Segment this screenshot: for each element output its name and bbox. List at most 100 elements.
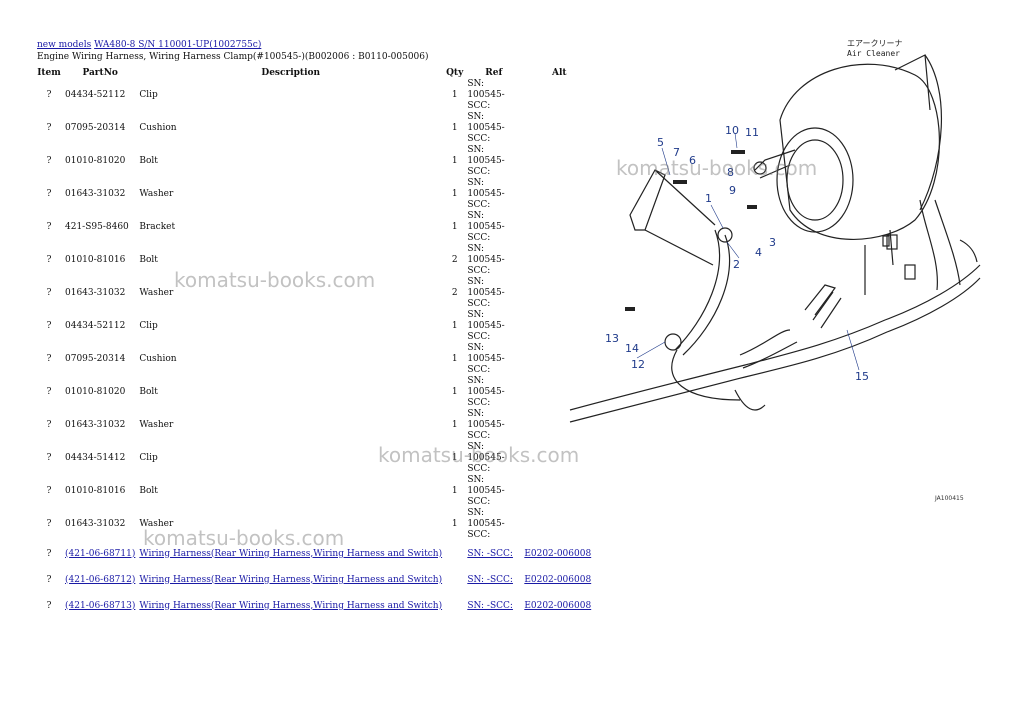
callout-7: 7 [673, 146, 680, 159]
cell-partno-link[interactable]: (421-06-68713) [65, 600, 136, 611]
cell-item: ? [46, 453, 52, 463]
diagram-title-en: Air Cleaner [847, 49, 900, 58]
breadcrumb-link-new-models[interactable]: new models [37, 40, 92, 50]
cell-qty: 1 [451, 420, 458, 430]
wiring-harness-main [569, 264, 981, 411]
cell-partno: 01643-31032 [65, 189, 126, 199]
parts-diagram: 1 2 3 4 5 6 7 8 9 10 11 12 13 14 15 エアーク… [569, 39, 981, 502]
callout-12: 12 [631, 358, 645, 371]
cell-qty [444, 593, 465, 619]
cell-ref-link[interactable]: SN: -SCC: [467, 548, 513, 559]
cell-ref: SN: 100545-SCC: [467, 79, 505, 111]
cell-ref-link[interactable]: SN: -SCC: [467, 600, 513, 611]
cell-qty: 1 [451, 189, 458, 199]
cell-partno: 01010-81016 [65, 255, 126, 265]
cell-qty: 1 [451, 519, 458, 529]
cell-partno: (421-06-68713) [63, 593, 137, 619]
cell-description-link[interactable]: Wiring Harness(Rear Wiring Harness,Wirin… [139, 600, 443, 611]
cell-description-link[interactable]: Wiring Harness(Rear Wiring Harness,Wirin… [139, 548, 443, 559]
cell-qty: 1 [451, 387, 458, 397]
cell-qty: 2 [451, 288, 458, 298]
cell-description: Clip [139, 321, 158, 331]
callout-1: 1 [705, 192, 712, 205]
callout-15: 15 [855, 370, 869, 383]
cell-partno: (421-06-68711) [63, 541, 137, 567]
air-cleaner-end [776, 127, 854, 233]
cell-ref: SN: 100545-SCC: [467, 343, 505, 375]
cell-qty: 1 [451, 90, 458, 100]
table-row: ?(421-06-68711)Wiring Harness(Rear Wirin… [35, 541, 596, 567]
drawing-code: JA100415 [934, 495, 964, 502]
cell-alt-link[interactable]: E0202-006008 [524, 574, 592, 585]
cell-qty: 1 [451, 354, 458, 364]
header-description: Description [261, 67, 321, 78]
cell-item: ? [46, 354, 52, 364]
table-header-row: Item PartNo Description Qty Ref Alt [35, 66, 596, 79]
cell-item: ? [46, 321, 52, 331]
cell-item: ? [46, 387, 52, 397]
cell-description: Wiring Harness(Rear Wiring Harness,Wirin… [137, 593, 444, 619]
cell-ref: SN: 100545-SCC: [467, 277, 505, 309]
header-item: Item [37, 67, 61, 78]
parts-table: Item PartNo Description Qty Ref Alt ? 044… [35, 66, 596, 619]
cell-ref: SN: 100545-SCC: [467, 475, 505, 507]
cell-description: Cushion [139, 354, 177, 364]
cell-description: Washer [139, 189, 174, 199]
cell-ref-link[interactable]: SN: -SCC: [467, 574, 513, 585]
cell-partno: 01010-81020 [65, 387, 126, 397]
cell-qty: 1 [451, 156, 458, 166]
cell-partno-link[interactable]: (421-06-68711) [65, 548, 136, 559]
cell-item: ? [46, 123, 52, 133]
cell-qty [444, 567, 465, 593]
page-title: Engine Wiring Harness, Wiring Harness Cl… [37, 52, 429, 62]
callout-2: 2 [733, 258, 740, 271]
table-row: ? 01010-81020 Bolt 1 SN: 100545-SCC: [35, 376, 596, 409]
callout-9: 9 [729, 184, 736, 197]
callout-14: 14 [625, 342, 639, 355]
cell-description: Washer [139, 288, 174, 298]
cell-item: ? [46, 222, 52, 232]
cell-qty: 1 [451, 123, 458, 133]
cell-partno: 04434-52112 [65, 90, 126, 100]
cell-item: ? [46, 288, 52, 298]
cell-description: Wiring Harness(Rear Wiring Harness,Wirin… [137, 541, 444, 567]
cell-ref: SN: 100545-SCC: [467, 376, 505, 408]
breadcrumb-link-model[interactable]: WA480-8 S/N 110001-UP(1002755c) [94, 40, 262, 50]
cell-item: ? [46, 600, 52, 611]
cell-ref: SN: -SCC: [465, 541, 522, 567]
cell-ref: SN: -SCC: [465, 567, 522, 593]
cell-alt-link[interactable]: E0202-006008 [524, 600, 592, 611]
cell-alt [522, 508, 596, 541]
callout-13: 13 [605, 332, 619, 345]
cell-description: Wiring Harness(Rear Wiring Harness,Wirin… [137, 567, 444, 593]
cell-partno-link[interactable]: (421-06-68712) [65, 574, 136, 585]
cell-ref: SN: 100545-SCC: [467, 442, 505, 474]
cell-qty: 1 [451, 453, 458, 463]
breadcrumb: new models WA480-8 S/N 110001-UP(1002755… [37, 40, 261, 50]
cell-description: Bolt [139, 156, 158, 166]
cell-qty: 1 [451, 222, 458, 232]
cell-description: Washer [139, 519, 174, 529]
callout-3: 3 [769, 236, 776, 249]
cell-item: ? [46, 189, 52, 199]
cell-description-link[interactable]: Wiring Harness(Rear Wiring Harness,Wirin… [139, 574, 443, 585]
table-row: ? (421-06-68713)Wiring Harness(Rear Wirin… [35, 593, 596, 619]
cell-alt: E0202-006008 [522, 593, 596, 619]
table-row: ?(421-06-68712)Wiring Harness(Rear Wirin… [35, 567, 596, 593]
callout-5: 5 [657, 136, 664, 149]
cell-alt: E0202-006008 [522, 567, 596, 593]
cell-description: Bolt [139, 387, 158, 397]
cell-alt-link[interactable]: E0202-006008 [524, 548, 592, 559]
callout-4: 4 [755, 246, 762, 259]
header-alt: Alt [552, 67, 567, 78]
cell-description: Bolt [139, 486, 158, 496]
air-cleaner-body [779, 63, 940, 240]
cell-partno: 04434-51412 [65, 453, 126, 463]
